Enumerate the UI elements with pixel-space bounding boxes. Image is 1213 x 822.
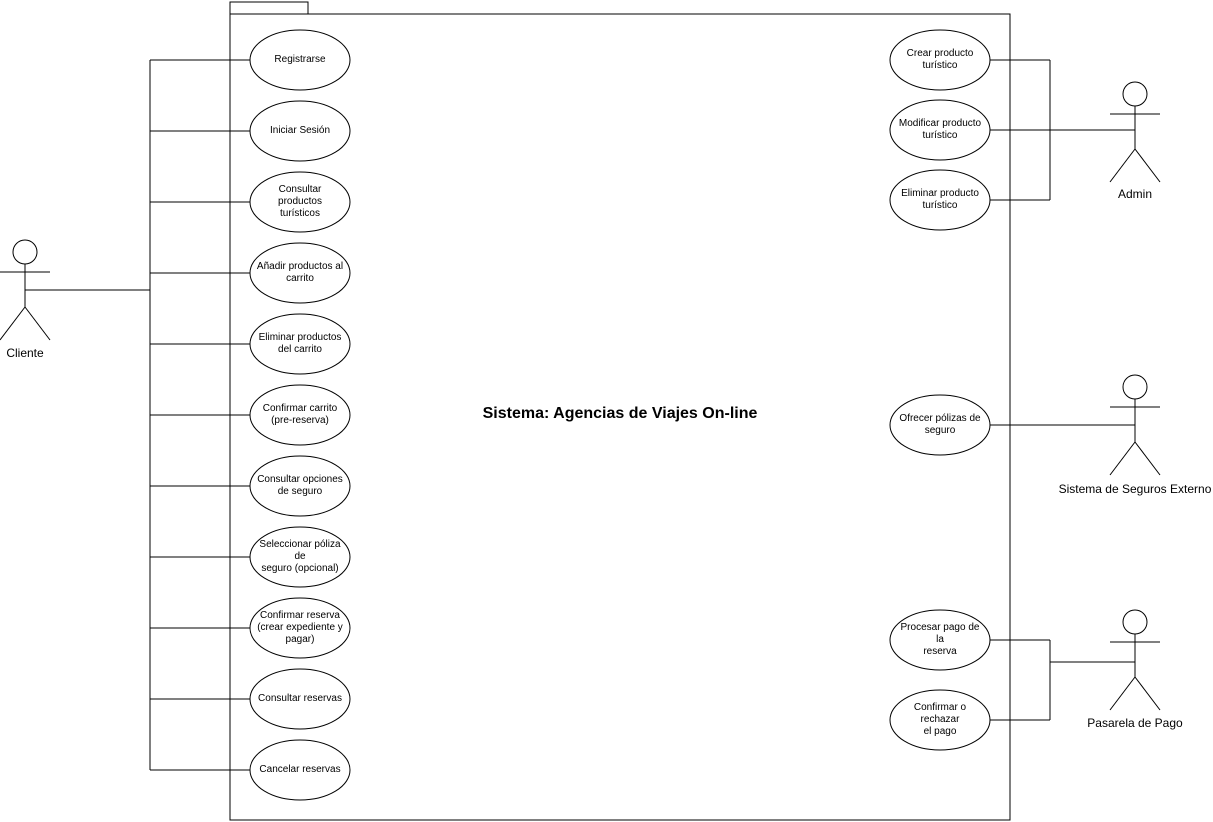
use-case-ellipse [249, 313, 351, 375]
use-case-ellipse [249, 739, 351, 801]
system-boundary-tab [229, 1, 309, 15]
use-case-ellipse [249, 242, 351, 304]
actor-head-icon [1122, 609, 1148, 635]
use-case-ellipse [889, 394, 991, 456]
actor-right-leg [1134, 441, 1161, 476]
use-case-ellipse [889, 609, 991, 671]
use-case-ellipse [249, 384, 351, 446]
actor-left-leg [1109, 676, 1136, 711]
actor-label-admin: Admin [1117, 187, 1153, 201]
actor-right-leg [1134, 676, 1161, 711]
system-boundary [229, 13, 1011, 821]
use-case-ellipse [249, 455, 351, 517]
actor-head-icon [1122, 81, 1148, 107]
use-case-ellipses [249, 29, 991, 801]
use-case-ellipse [249, 100, 351, 162]
actor-label-seguros: Sistema de Seguros Externo [1058, 482, 1212, 496]
actor-label-cliente: Cliente [6, 346, 44, 360]
association-lines [25, 59, 1135, 771]
use-case-ellipse [889, 689, 991, 751]
use-case-ellipse [889, 99, 991, 161]
actor-head-icon [12, 239, 38, 265]
use-case-ellipse [889, 169, 991, 231]
use-case-ellipse [889, 29, 991, 91]
system-title: Sistema: Agencias de Viajes On-line [482, 405, 758, 422]
use-case-ellipse [249, 29, 351, 91]
use-case-ellipse [249, 668, 351, 730]
actor-figures [0, 81, 1161, 711]
actor-right-leg [1134, 148, 1161, 183]
actor-left-leg [1109, 148, 1136, 183]
actor-label-pasarela: Pasarela de Pago [1087, 716, 1183, 730]
use-case-ellipse [249, 526, 351, 588]
use-case-ellipse [249, 597, 351, 659]
actor-right-leg [24, 306, 51, 341]
actor-left-leg [1109, 441, 1136, 476]
use-case-ellipse [249, 171, 351, 233]
actor-left-leg [0, 306, 26, 341]
actor-head-icon [1122, 374, 1148, 400]
